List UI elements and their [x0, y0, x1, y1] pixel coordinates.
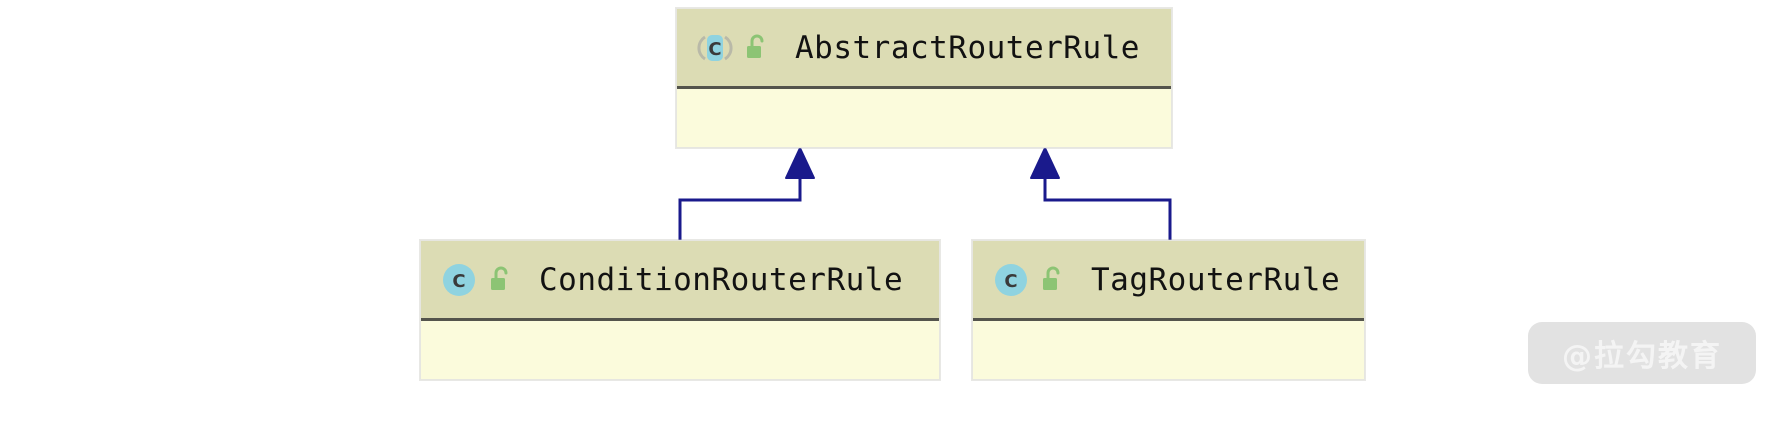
- class-header-condition-router-rule: C ConditionRouterRule: [421, 241, 939, 321]
- uml-class-condition-router-rule[interactable]: C ConditionRouterRule: [420, 240, 940, 380]
- open-lock-icon: [743, 33, 769, 63]
- class-body-abstract-router-rule: [677, 89, 1171, 146]
- open-lock-icon: [487, 265, 513, 295]
- open-lock-icon: [1039, 265, 1065, 295]
- inheritance-edge-tag: [1030, 147, 1172, 240]
- inheritance-arrowhead-condition: [785, 147, 815, 179]
- svg-text:C: C: [1004, 271, 1017, 292]
- abstract-class-icon: C: [695, 28, 735, 68]
- class-name-condition-router-rule: ConditionRouterRule: [539, 261, 904, 298]
- class-icon: C: [991, 260, 1031, 300]
- inheritance-arrowhead-tag: [1030, 147, 1060, 179]
- class-header-abstract-router-rule: C AbstractRouterRule: [677, 9, 1171, 89]
- class-icon: C: [439, 260, 479, 300]
- uml-class-abstract-router-rule[interactable]: C AbstractRouterRule: [676, 8, 1172, 148]
- class-name-tag-router-rule: TagRouterRule: [1091, 261, 1341, 298]
- inheritance-edge-condition: [678, 147, 815, 240]
- svg-text:C: C: [708, 39, 721, 60]
- class-header-tag-router-rule: C TagRouterRule: [973, 241, 1364, 321]
- uml-class-tag-router-rule[interactable]: C TagRouterRule: [972, 240, 1365, 380]
- edge-line-tag: [1043, 170, 1172, 240]
- watermark-badge: @拉勾教育: [1528, 322, 1756, 384]
- class-name-abstract-router-rule: AbstractRouterRule: [795, 29, 1140, 66]
- class-body-tag-router-rule: [973, 321, 1364, 378]
- watermark-text: @拉勾教育: [1562, 339, 1722, 374]
- edge-line-condition: [678, 170, 802, 240]
- svg-text:C: C: [452, 271, 465, 292]
- class-body-condition-router-rule: [421, 321, 939, 378]
